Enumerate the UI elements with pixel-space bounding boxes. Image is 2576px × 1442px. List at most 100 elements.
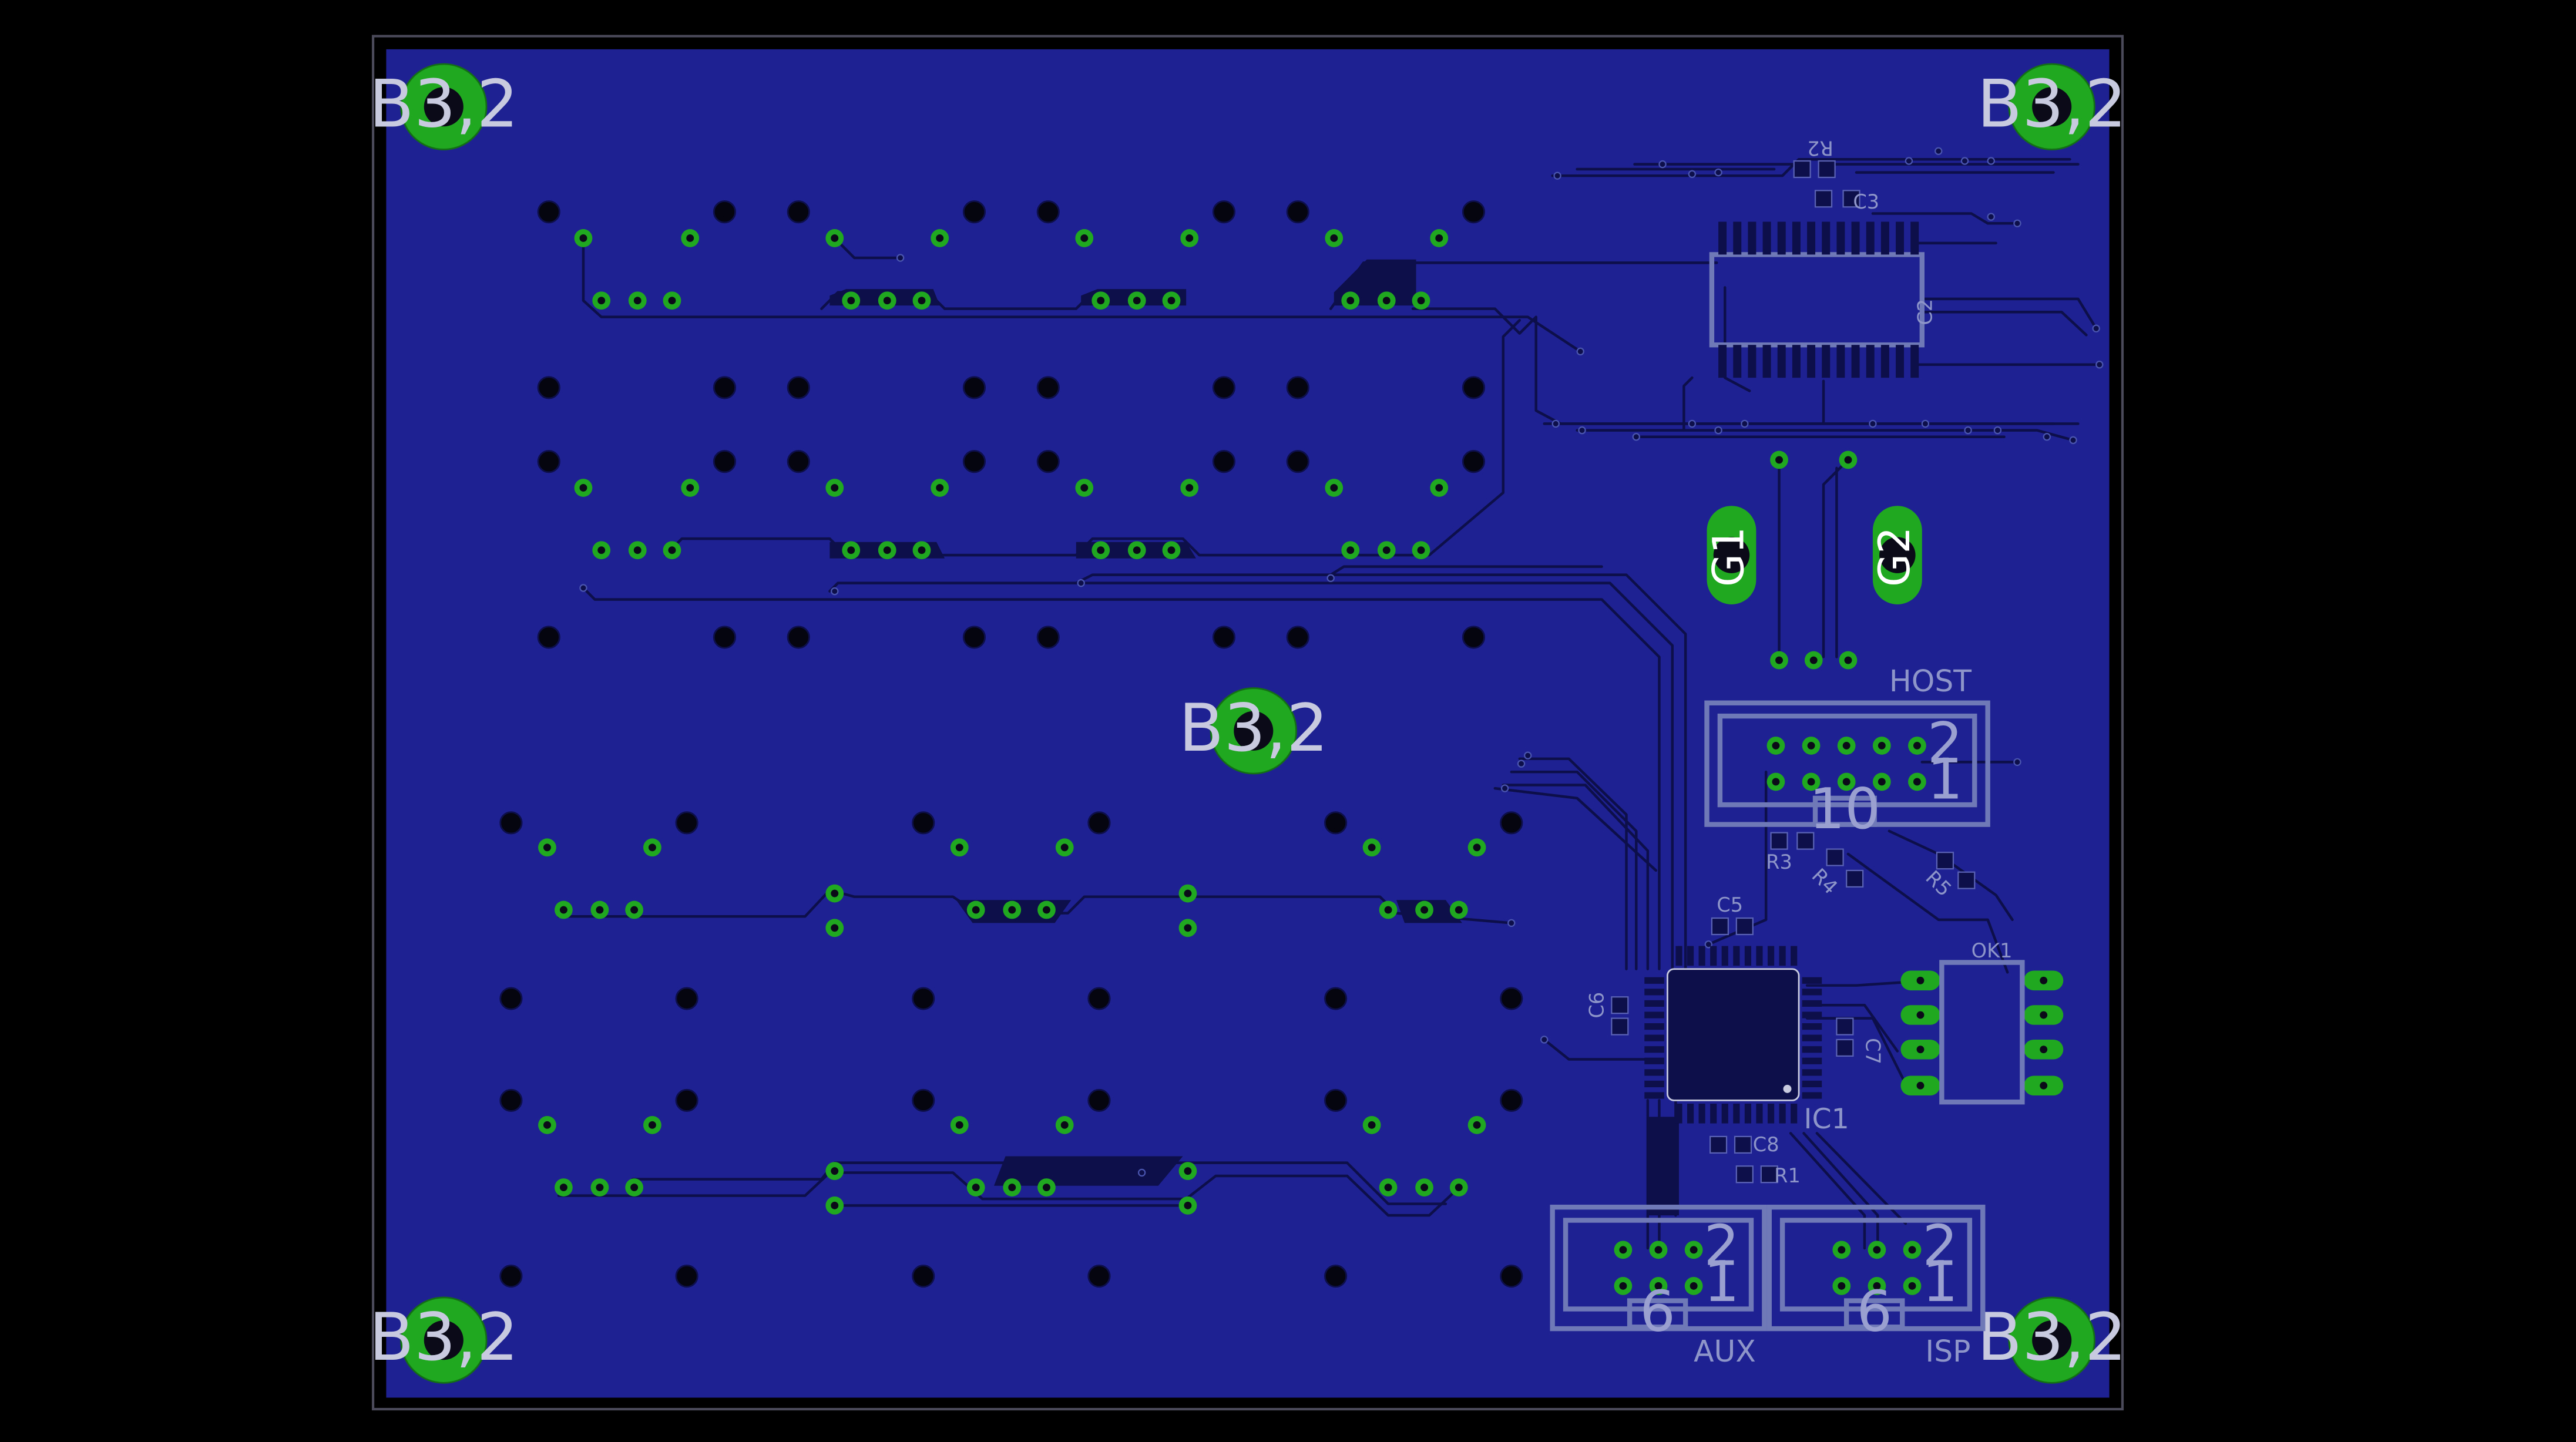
pad-drill bbox=[579, 483, 587, 492]
hole-layer bbox=[499, 200, 1523, 1288]
ic-pin bbox=[1910, 221, 1919, 255]
pad-drill bbox=[831, 234, 839, 242]
pad-drill bbox=[1417, 297, 1425, 305]
label-c3: C3 bbox=[1853, 190, 1879, 213]
ic-pin bbox=[1866, 345, 1875, 378]
pad-drill bbox=[686, 483, 694, 492]
copper-trace bbox=[1329, 565, 1603, 576]
pad-drill bbox=[1384, 1184, 1392, 1192]
ic-pin bbox=[1896, 221, 1905, 255]
hole-icon bbox=[787, 376, 810, 399]
pad-drill bbox=[1097, 297, 1105, 305]
pad-drill bbox=[1080, 483, 1089, 492]
copper-trace bbox=[1871, 212, 2019, 225]
label-c6: C6 bbox=[1585, 992, 1608, 1019]
copper-trace bbox=[1802, 1132, 1879, 1250]
pad-drill bbox=[1384, 906, 1392, 914]
hole-icon bbox=[1462, 626, 1486, 649]
mounting-hole-label: B3,2 bbox=[369, 66, 519, 142]
copper-trace bbox=[1805, 1017, 1907, 1085]
host-connector bbox=[1704, 700, 1990, 827]
smd-pad bbox=[1842, 190, 1860, 208]
hole-icon bbox=[713, 450, 737, 473]
ic-pin bbox=[1644, 1046, 1664, 1053]
via-icon bbox=[1714, 168, 1722, 177]
pad-drill bbox=[1455, 1184, 1463, 1192]
via-icon bbox=[1551, 419, 1560, 428]
ic-pin bbox=[1791, 1103, 1798, 1124]
via-icon bbox=[1658, 160, 1667, 169]
pad-drill bbox=[597, 297, 606, 305]
copper-trace bbox=[1551, 157, 2071, 177]
copper-trace bbox=[1805, 980, 1907, 987]
hole-icon bbox=[713, 626, 737, 649]
pad-drill bbox=[936, 483, 944, 492]
ic-c2-footprint bbox=[1709, 221, 1925, 378]
pad-drill bbox=[1133, 297, 1141, 305]
label-c7: C7 bbox=[1862, 1038, 1885, 1064]
hole-icon bbox=[912, 1088, 935, 1112]
hole-icon bbox=[1286, 200, 1309, 224]
via-icon bbox=[1517, 759, 1526, 768]
pad-drill bbox=[1184, 924, 1192, 932]
via-icon bbox=[1987, 157, 1995, 165]
ic-pin bbox=[1733, 345, 1742, 378]
ic-pin bbox=[1802, 989, 1822, 996]
ic-pin bbox=[1802, 1080, 1822, 1088]
ic-pin bbox=[1744, 946, 1752, 966]
pad-drill bbox=[543, 1121, 551, 1129]
pad-drill bbox=[1382, 297, 1391, 305]
hole-icon bbox=[1500, 987, 1523, 1010]
hole-icon bbox=[713, 200, 737, 224]
ic-pin bbox=[1710, 946, 1717, 966]
ic-pin bbox=[1792, 221, 1801, 255]
pad-drill bbox=[1455, 906, 1463, 914]
pad-drill bbox=[1080, 234, 1089, 242]
pad-drill bbox=[847, 546, 855, 554]
pad-drill bbox=[972, 1184, 980, 1192]
pad-drill bbox=[1368, 843, 1376, 852]
pad-drill bbox=[1185, 483, 1194, 492]
ic-pin bbox=[1880, 221, 1889, 255]
hole-icon bbox=[962, 376, 986, 399]
pad-drill bbox=[633, 546, 642, 554]
pad-drill bbox=[1184, 1201, 1192, 1209]
pad-drill bbox=[1420, 1184, 1429, 1192]
pad-drill bbox=[1417, 546, 1425, 554]
mounting-hole-center: B3,2 bbox=[1179, 687, 1328, 775]
pad-drill bbox=[1842, 741, 1850, 749]
hole-icon bbox=[912, 1265, 935, 1288]
via-icon bbox=[2069, 436, 2077, 445]
pad-drill bbox=[1654, 1246, 1663, 1254]
ic-pin bbox=[1748, 345, 1756, 378]
pad-drill bbox=[1913, 741, 1921, 749]
via-icon bbox=[831, 587, 839, 596]
ic1-footprint bbox=[1644, 946, 1822, 1124]
hole-icon bbox=[1462, 200, 1486, 224]
ic-pin bbox=[1744, 1103, 1752, 1124]
pad-drill bbox=[1008, 1184, 1016, 1192]
hole-icon bbox=[499, 811, 523, 835]
mounting-hole-bottom-right: B3,2 bbox=[1977, 1296, 2127, 1384]
optocoupler-ok1 bbox=[1939, 960, 2025, 1105]
label-host: HOST bbox=[1889, 664, 1972, 698]
hole-icon bbox=[1462, 376, 1486, 399]
via-icon bbox=[2095, 361, 2104, 369]
pad-drill bbox=[1654, 1282, 1663, 1290]
hole-icon bbox=[675, 1088, 698, 1112]
ic-c2-pins bbox=[1718, 221, 1919, 378]
ic-pin bbox=[1644, 1092, 1664, 1099]
pad-drill bbox=[1346, 297, 1355, 305]
pad-drill bbox=[1775, 656, 1784, 664]
ic-pin bbox=[1802, 1023, 1822, 1030]
pad-drill bbox=[648, 843, 656, 852]
pad-drill bbox=[597, 546, 606, 554]
mounting-hole-label: B3,2 bbox=[369, 1299, 519, 1376]
ic-pin bbox=[1836, 345, 1845, 378]
hole-icon bbox=[1087, 1088, 1111, 1112]
pad-drill bbox=[1060, 1121, 1069, 1129]
smd-pad bbox=[1836, 1017, 1854, 1036]
pad-drill bbox=[633, 297, 642, 305]
via-icon bbox=[1934, 147, 1943, 155]
